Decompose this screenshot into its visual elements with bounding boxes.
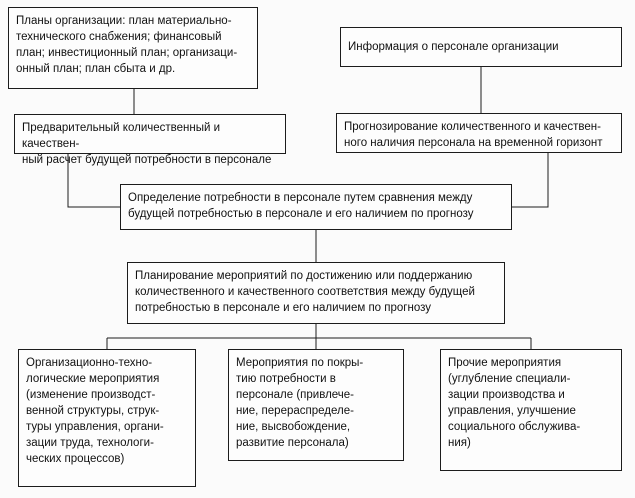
flow-box-planning-measures: Планирование мероприятий по достижению и… xyxy=(127,262,505,324)
flow-box-org-tech-measures: Организационно-техно- логические меропри… xyxy=(18,349,196,487)
flow-box-organization-plans: Планы организации: план материально- тех… xyxy=(8,7,258,89)
flow-box-other-measures: Прочие мероприятия (углубление специали-… xyxy=(440,349,622,471)
flow-box-forecast-availability: Прогнозирование количественного и качест… xyxy=(336,113,622,153)
flow-box-personnel-info: Информация о персонале организации xyxy=(340,27,622,67)
flow-box-determine-need: Определение потребности в персонале путе… xyxy=(120,184,512,230)
flow-box-coverage-measures: Мероприятия по покры- тию потребности в … xyxy=(228,349,404,461)
flow-box-preliminary-calculation: Предварительный количественный и качеств… xyxy=(14,114,286,166)
